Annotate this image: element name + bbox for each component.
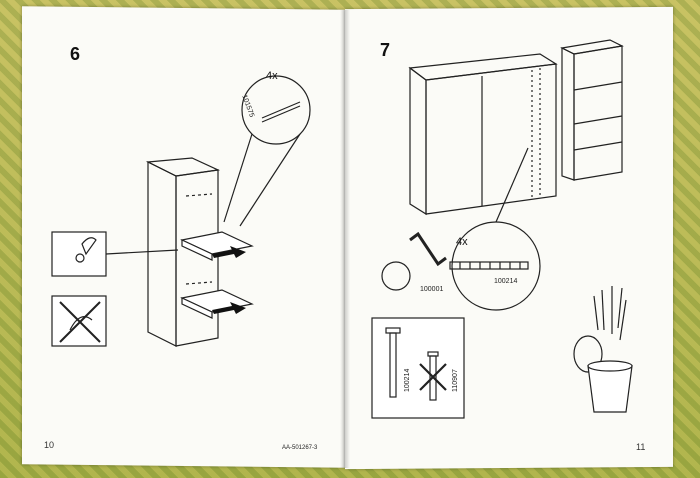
correct-screw-part-number: 100214 bbox=[404, 368, 411, 392]
screw-wrong bbox=[419, 351, 447, 401]
waste-bin-illustration bbox=[573, 286, 633, 413]
page-number-right: 11 bbox=[636, 442, 646, 452]
step-number-right: 7 bbox=[380, 40, 391, 60]
shelf-pin-illustration bbox=[180, 231, 254, 319]
step-number-left: 6 bbox=[70, 44, 81, 64]
tool-part-number: 100001 bbox=[420, 286, 444, 293]
wrong-screw-part-number: 110907 bbox=[452, 369, 459, 392]
side-panel-illustration bbox=[145, 157, 221, 347]
screw-detail bbox=[449, 261, 529, 270]
quantity-right: 4x bbox=[456, 236, 468, 248]
quantity-left: 4x bbox=[266, 70, 278, 82]
shelf-unit-illustration bbox=[560, 39, 624, 181]
push-arrows bbox=[212, 246, 246, 314]
document-code: AA-501267-3 bbox=[282, 445, 318, 451]
cabinet-illustration bbox=[408, 53, 558, 216]
booklet-spine bbox=[340, 10, 350, 468]
page-number-left: 10 bbox=[44, 440, 55, 450]
pin-detail bbox=[261, 101, 301, 123]
screw-part-number: 100214 bbox=[494, 278, 518, 285]
screw-correct bbox=[385, 327, 401, 398]
